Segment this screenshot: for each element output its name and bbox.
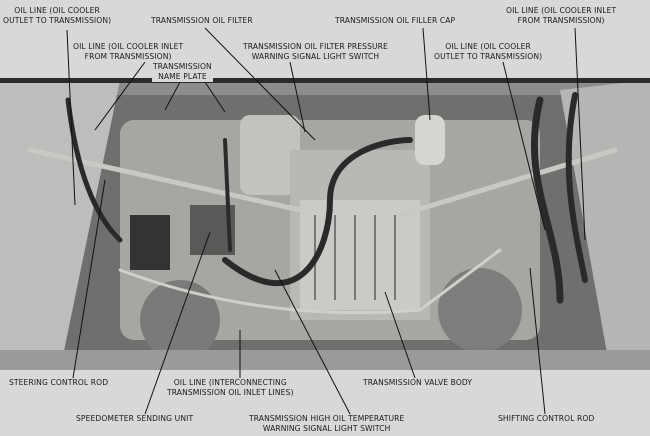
label-steering-rod: STEERING CONTROL ROD xyxy=(8,378,110,388)
label-oil-cooler-inlet-right: OIL LINE (OIL COOLER INLET FROM TRANSMIS… xyxy=(505,6,618,26)
label-oil-filter: TRANSMISSION OIL FILTER xyxy=(150,16,254,26)
leader-lines xyxy=(66,27,586,415)
label-speedometer: SPEEDOMETER SENDING UNIT xyxy=(75,414,195,424)
label-filler-cap: TRANSMISSION OIL FILLER CAP xyxy=(334,16,457,26)
label-filter-pressure-switch: TRANSMISSION OIL FILTER PRESSURE WARNING… xyxy=(242,42,389,62)
label-high-temp-switch: TRANSMISSION HIGH OIL TEMPERATURE WARNIN… xyxy=(248,414,406,434)
label-oil-cooler-outlet-left: OIL LINE (OIL COOLER OUTLET TO TRANSMISS… xyxy=(2,6,113,26)
label-name-plate: TRANSMISSION NAME PLATE xyxy=(152,62,213,82)
label-oil-cooler-inlet-left: OIL LINE (OIL COOLER INLET FROM TRANSMIS… xyxy=(72,42,185,62)
label-shifting-rod: SHIFTING CONTROL ROD xyxy=(497,414,596,424)
label-oil-cooler-outlet-right: OIL LINE (OIL COOLER OUTLET TO TRANSMISS… xyxy=(433,42,544,62)
label-valve-body: TRANSMISSION VALVE BODY xyxy=(362,378,474,388)
label-interconnecting-line: OIL LINE (INTERCONNECTING TRANSMISSION O… xyxy=(166,378,295,398)
